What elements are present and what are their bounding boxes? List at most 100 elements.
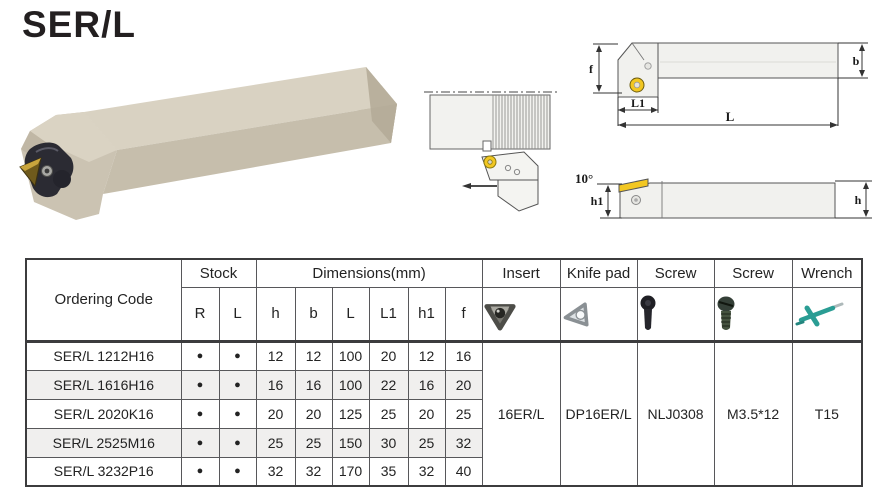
insert-code-cell: 16ER/L <box>481 340 561 487</box>
top-view-drawing: f L1 L b <box>589 42 868 128</box>
undercut-notch <box>482 140 492 152</box>
stock-l-cell: ● <box>218 369 257 400</box>
dim-L1-cell: 22 <box>368 369 409 400</box>
table-row: SER/L 3232P16 ● ● 32 32 170 35 32 40 <box>25 456 862 487</box>
screw1-code-cell: NLJ0308 <box>636 340 715 487</box>
dim-label-b: b <box>853 54 860 68</box>
wrench-sample-icon <box>795 302 844 326</box>
header-dim-f: f <box>444 286 483 343</box>
dim-h-cell: 32 <box>255 456 296 487</box>
dim-h-cell: 20 <box>255 398 296 429</box>
header-dim-b: b <box>294 286 333 343</box>
dim-h-cell: 16 <box>255 369 296 400</box>
ordering-code-cell: SER/L 1212H16 <box>25 340 182 371</box>
side-view-drawing: 10° h1 h <box>575 171 872 219</box>
insert-sample-icon <box>483 303 516 331</box>
page-title: SER/L <box>22 4 136 45</box>
header-dim-h: h <box>255 286 296 343</box>
head-top-face <box>30 112 117 162</box>
header-dim-h1: h1 <box>407 286 446 343</box>
shank-front-face <box>103 104 397 194</box>
bar-outline <box>619 182 836 219</box>
stock-r-cell: ● <box>180 456 220 487</box>
header-insert: Insert <box>481 258 561 288</box>
dim-h-cell: 25 <box>255 427 296 458</box>
dim-L1-cell: 35 <box>368 456 409 487</box>
dim-h1-cell: 32 <box>407 456 446 487</box>
dim-label-l: L <box>726 109 735 124</box>
table-row: SER/L 1212H16 ● ● 12 12 100 20 12 16 16E… <box>25 340 863 487</box>
header-stock-l: L <box>218 286 257 343</box>
dim-label-h1: h1 <box>591 194 604 208</box>
stock-r-cell: ● <box>180 369 220 400</box>
dim-L-cell: 150 <box>331 427 370 458</box>
dim-L1-cell: 30 <box>368 427 409 458</box>
stock-r-cell: ● <box>180 398 220 429</box>
dim-h-cell: 12 <box>255 340 296 371</box>
stock-r-cell: ● <box>180 340 220 371</box>
screw2-sample-cell <box>713 286 793 343</box>
spec-table: Ordering Code Stock Dimensions(mm) Inser… <box>25 258 864 487</box>
dim-L-cell: 100 <box>331 340 370 371</box>
insert-side <box>618 178 649 193</box>
ordering-code-cell: SER/L 2525M16 <box>25 427 182 458</box>
header-screw2: Screw <box>713 258 793 288</box>
dim-L1-cell: 20 <box>368 340 409 371</box>
dim-h1-cell: 25 <box>407 427 446 458</box>
header-stock: Stock <box>180 258 257 288</box>
insert-sample-cell <box>481 286 561 343</box>
dim-label-f: f <box>589 62 594 76</box>
header-dim-L: L <box>331 286 370 343</box>
feed-arrow <box>462 183 471 189</box>
product-photo <box>19 67 397 220</box>
dim-f-cell: 20 <box>444 369 483 400</box>
dim-f-cell: 32 <box>444 427 483 458</box>
dim-f-cell: 25 <box>444 398 483 429</box>
wrench-sample-cell <box>791 286 863 343</box>
dim-f-cell: 16 <box>444 340 483 371</box>
dim-b-cell: 16 <box>294 369 333 400</box>
dim-b-cell: 20 <box>294 398 333 429</box>
dim-f <box>593 43 622 94</box>
application-drawing <box>424 91 557 212</box>
dim-l <box>618 78 839 126</box>
dim-b-cell: 32 <box>294 456 333 487</box>
knife-pad-sample-cell <box>559 286 638 343</box>
header-ordering-code: Ordering Code <box>25 258 182 343</box>
table-row: SER/L 1616H16 ● ● 16 16 100 22 16 20 <box>25 369 863 400</box>
stock-l-cell: ● <box>218 427 257 458</box>
dim-h1-cell: 12 <box>407 340 446 371</box>
header-dim-L1: L1 <box>368 286 409 343</box>
wrench-code-cell: T15 <box>791 340 863 487</box>
ordering-code-cell: SER/L 1616H16 <box>25 369 182 400</box>
dim-label-angle: 10° <box>575 171 593 186</box>
stock-l-cell: ● <box>218 456 257 487</box>
dim-h1-cell: 16 <box>407 369 446 400</box>
header-dimensions: Dimensions(mm) <box>255 258 483 288</box>
dim-L-cell: 100 <box>331 369 370 400</box>
head-outline <box>617 42 659 98</box>
dim-L-cell: 170 <box>331 456 370 487</box>
table-row: SER/L 2020K16 ● ● 20 20 125 25 20 25 <box>25 398 862 429</box>
knife-pad-code-cell: DP16ER/L <box>559 340 638 487</box>
ordering-code-cell: SER/L 3232P16 <box>25 456 182 487</box>
screw2-code-cell: M3.5*12 <box>713 340 793 487</box>
screw1-sample-cell <box>636 286 715 343</box>
ordering-code-cell: SER/L 2020K16 <box>25 398 182 429</box>
stock-l-cell: ● <box>218 398 257 429</box>
header-stock-r: R <box>180 286 220 343</box>
thread-hatch <box>492 95 548 149</box>
tool-shank <box>497 179 539 212</box>
shank-outline <box>655 42 839 79</box>
header-knife-pad: Knife pad <box>559 258 638 288</box>
dim-f-cell: 40 <box>444 456 483 487</box>
dim-label-h: h <box>855 193 862 207</box>
shank-top-face <box>84 67 397 150</box>
dim-L1-cell: 25 <box>368 398 409 429</box>
header-wrench: Wrench <box>791 258 863 288</box>
screw2-sample-icon <box>717 296 735 330</box>
knife-pad-sample-icon <box>563 301 589 326</box>
dim-L-cell: 125 <box>331 398 370 429</box>
dim-b-cell: 12 <box>294 340 333 371</box>
